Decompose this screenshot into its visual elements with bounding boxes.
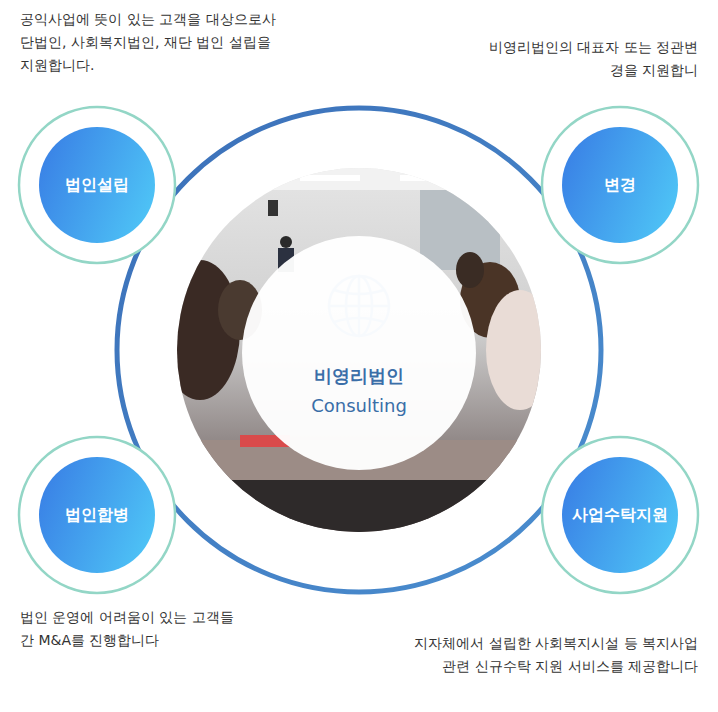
service-node: 사업수탁지원	[540, 435, 700, 595]
service-name: 법인합병	[65, 505, 129, 526]
center-circle	[241, 235, 477, 471]
seminar-photo	[160, 160, 554, 540]
service-node: 법인설립	[17, 105, 177, 265]
service-node: 법인합병	[17, 435, 177, 595]
service-node: 변경	[540, 105, 700, 265]
service-name: 사업수탁지원	[572, 505, 668, 526]
description-text: 지자체에서 설립한 사회복지시설 등 복지사업 관련 신규수탁 지원 서비스를 …	[398, 632, 698, 678]
service-name: 변경	[604, 175, 636, 196]
description-text: 법인 운영에 어려움이 있는 고객들 간 M&A를 진행합니다	[20, 606, 252, 652]
center-node: 비영리법인Consulting	[241, 235, 477, 471]
description-text: 공익사업에 뜻이 있는 고객을 대상으로사단법인, 사회복지법인, 재단 법인 …	[20, 8, 282, 77]
center-title: Consulting	[311, 391, 407, 421]
outer-ring	[117, 108, 601, 592]
center-title: 비영리법인	[314, 361, 404, 391]
description-text: 비영리법인의 대표자 또는 정관변경을 지원합니	[478, 36, 698, 82]
service-name: 법인설립	[65, 175, 129, 196]
